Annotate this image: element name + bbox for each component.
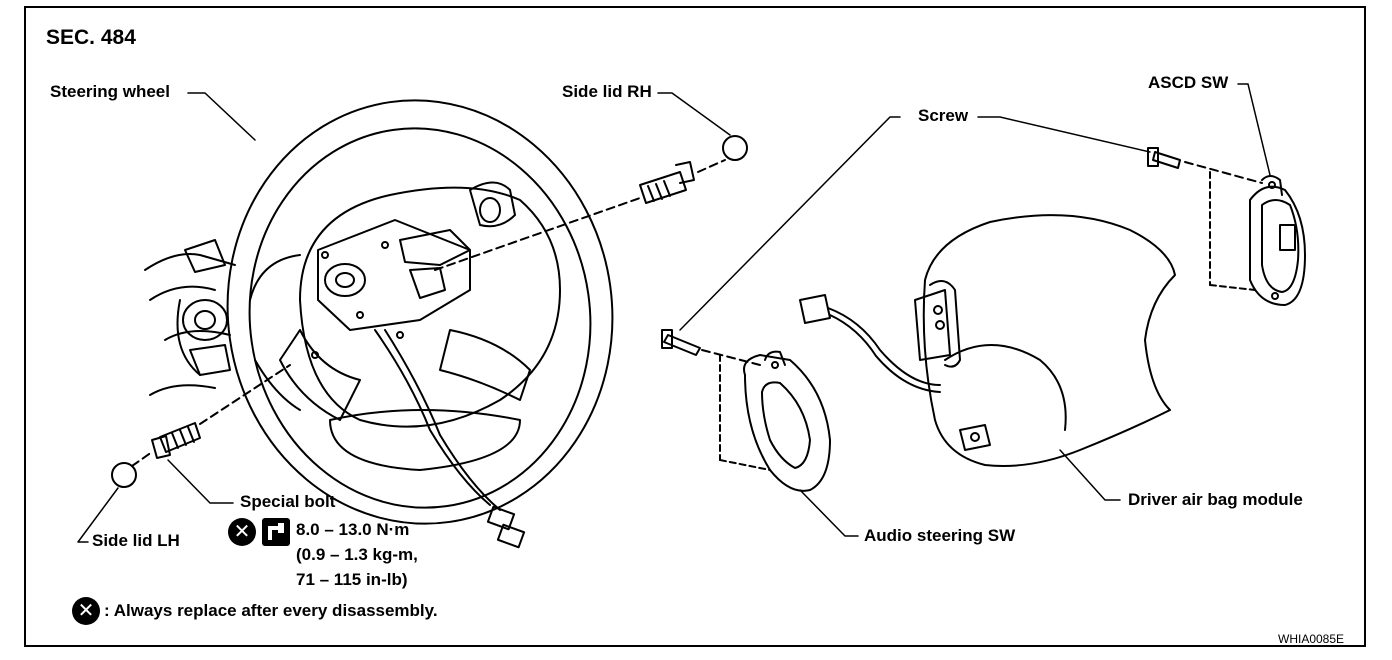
label-side-lid-lh: Side lid LH xyxy=(92,531,180,550)
label-audio-steering-sw: Audio steering SW xyxy=(864,526,1016,545)
side-lid-lh-drawing xyxy=(111,364,291,488)
side-lid-rh-drawing xyxy=(434,135,748,271)
torque-wrench-icon xyxy=(262,518,290,546)
replace-x-icon: ✕ xyxy=(228,518,256,546)
label-screw: Screw xyxy=(918,106,969,125)
legend-text: : Always replace after every disassembly… xyxy=(104,601,438,620)
label-steering-wheel: Steering wheel xyxy=(50,82,170,101)
ascd-sw-drawing xyxy=(1147,147,1306,306)
driver-air-bag-module-drawing xyxy=(799,214,1176,467)
section-number: SEC. 484 xyxy=(46,26,136,49)
diagram-frame xyxy=(24,6,1366,647)
label-special-bolt: Special bolt xyxy=(240,492,336,511)
label-side-lid-rh: Side lid RH xyxy=(562,82,652,101)
torque-value-nm: 8.0 – 13.0 N·m xyxy=(296,520,410,539)
legend-replace-x-icon: ✕ xyxy=(72,597,100,625)
label-driver-air-bag-module: Driver air bag module xyxy=(1128,490,1303,509)
torque-value-kgm: (0.9 – 1.3 kg-m, xyxy=(296,545,418,564)
leader-lines xyxy=(77,83,1271,543)
torque-wrench-glyph xyxy=(268,523,284,540)
steering-wheel-drawing xyxy=(144,99,614,549)
label-ascd-sw: ASCD SW xyxy=(1148,73,1229,92)
torque-value-inlb: 71 – 115 in-lb) xyxy=(296,570,408,589)
audio-steering-sw-drawing xyxy=(661,329,831,492)
figure-id: WHIA0085E xyxy=(1278,632,1345,646)
